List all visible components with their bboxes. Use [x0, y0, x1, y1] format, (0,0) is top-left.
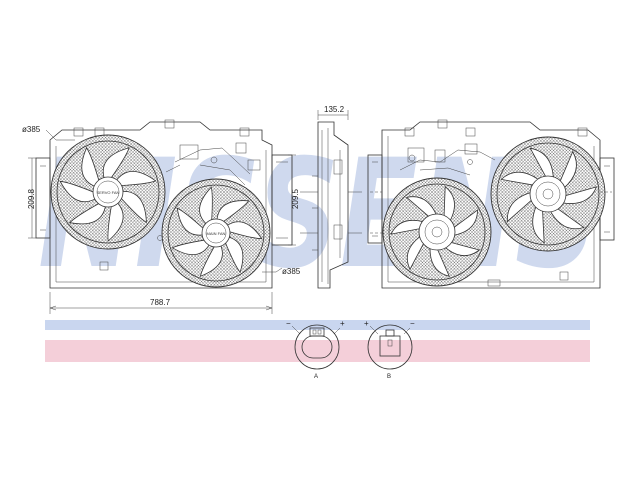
connector-a-label: A	[314, 374, 318, 380]
fan-blade	[452, 209, 478, 236]
rear-shroud-outline	[381, 121, 601, 289]
diameter-leader-bottom	[262, 267, 283, 273]
fan-blade	[176, 207, 205, 236]
fan-rear-1	[382, 177, 492, 287]
dim-depth: 135.2	[324, 105, 345, 114]
rear-view	[367, 119, 615, 289]
fan-blade	[115, 170, 157, 187]
fan-blade	[69, 202, 107, 225]
height-dim-right	[288, 154, 296, 246]
fan-blade	[199, 186, 213, 226]
diameter-leader-top	[45, 129, 75, 141]
dim-fan-diameter-bottom: ø385	[282, 267, 301, 276]
dim-height-left: 209.8	[27, 188, 36, 209]
fan-blade	[443, 241, 481, 256]
rear-left-bracket	[367, 154, 383, 244]
connector-a: − + A	[286, 319, 345, 380]
motor-label-main: MAIN FAN	[207, 231, 226, 236]
connector-a-minus: −	[286, 319, 291, 328]
fan-blade	[559, 150, 577, 190]
connector-b: + − B	[364, 319, 415, 380]
fan-rear-2	[490, 136, 606, 252]
fan-blade	[549, 207, 585, 230]
connector-b-label: B	[387, 374, 391, 380]
fan-blade	[500, 171, 541, 186]
fan-blade	[224, 236, 244, 274]
fan-blade	[406, 234, 425, 271]
fan-blade	[171, 239, 211, 255]
motor-label-servo: SERVO FAN	[97, 190, 120, 195]
dim-height-right: 209.5	[291, 188, 300, 209]
side-view: 135.2	[300, 105, 362, 289]
side-profile	[317, 121, 349, 289]
fan-blade	[107, 201, 124, 242]
front-left-bracket	[35, 157, 51, 239]
fan-blade	[443, 185, 455, 223]
fan-front-1: SERVO FAN	[50, 134, 166, 250]
fan-blade	[560, 186, 598, 204]
height-dim-left	[28, 157, 36, 239]
fan-blade	[199, 243, 223, 277]
connector-b-minus: −	[410, 319, 415, 328]
fan-blade	[81, 147, 100, 188]
fan-blade	[529, 147, 554, 180]
connector-b-plus: +	[364, 319, 369, 328]
fan-blade	[506, 191, 534, 223]
front-shroud-outline	[49, 121, 273, 289]
fan-blade	[216, 200, 250, 224]
dim-total-width: 788.7	[150, 298, 171, 307]
fan-front-2: MAIN FAN	[161, 178, 271, 288]
fan-blade	[532, 204, 545, 244]
depth-dim	[317, 110, 349, 120]
fan-blade	[102, 147, 130, 180]
fan-blade	[429, 245, 450, 277]
fan-blade	[119, 190, 147, 224]
fan-blade	[390, 219, 425, 235]
fan-blade	[225, 221, 263, 240]
dim-fan-diameter-top: ø385	[22, 125, 41, 134]
fan-blade	[405, 196, 438, 219]
fan-blade	[59, 180, 98, 203]
width-dim	[49, 292, 273, 314]
front-relay-box	[179, 144, 199, 160]
front-view: SERVO FAN MAIN FAN ø385 209.8 209.5 ø385…	[22, 119, 301, 314]
connector-a-plus: +	[340, 319, 345, 328]
pink-stripe	[45, 340, 590, 362]
